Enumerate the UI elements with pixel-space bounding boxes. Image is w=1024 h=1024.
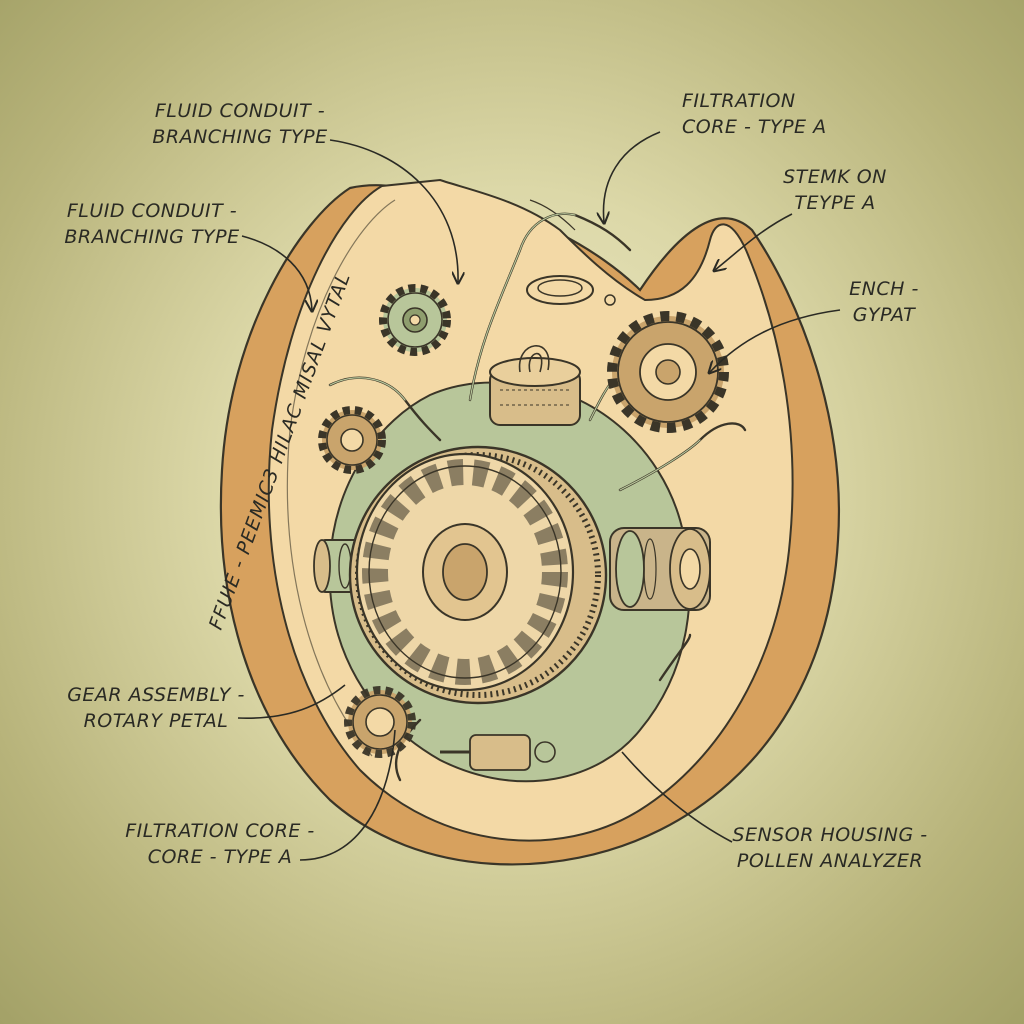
leader-lines xyxy=(237,131,841,861)
label-sensor-housing: SENSOR HOUSING - POLLEN ANALYZER xyxy=(732,824,928,872)
spring-drum xyxy=(489,345,581,426)
label-stemk-on: STEMK ON TEYPE A xyxy=(783,166,887,214)
rotary-drum xyxy=(348,445,608,705)
gear-top-left xyxy=(379,284,451,356)
label-filtration-core-bottom: FILTRATION CORE - CORE - TYPE A xyxy=(125,820,315,868)
label-gear-assembly: GEAR ASSEMBLY - ROTARY PETAL xyxy=(67,684,245,732)
label-filtration-core-top: FILTRATION CORE - TYPE A xyxy=(682,90,827,138)
label-fluid-conduit-mid: FLUID CONDUIT - BRANCHING TYPE xyxy=(64,200,240,248)
label-fluid-conduit-top: FLUID CONDUIT - BRANCHING TYPE xyxy=(152,100,328,148)
gear-left xyxy=(318,406,386,474)
label-ench-gypat: ENCH - GYPAT xyxy=(849,278,919,326)
gear-bottom-left xyxy=(344,686,416,758)
bottom-valve xyxy=(440,734,556,771)
roller-right xyxy=(609,527,711,611)
gear-right-large xyxy=(607,311,729,433)
